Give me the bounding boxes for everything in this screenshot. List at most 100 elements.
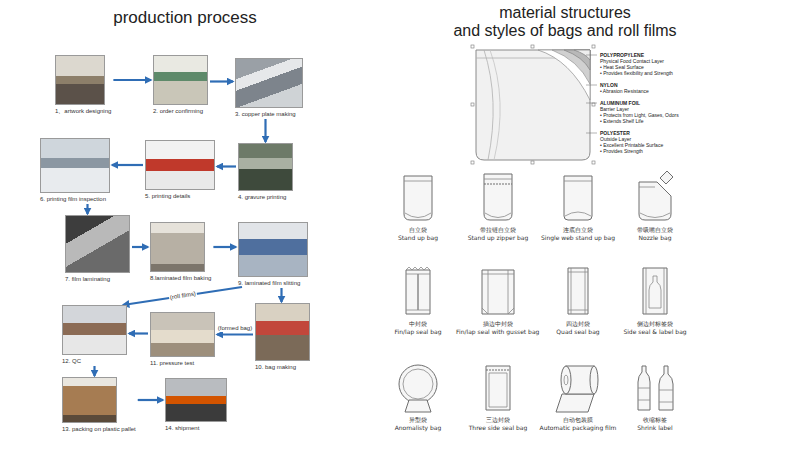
bag-icon-holder (458, 360, 538, 416)
step-photo (235, 58, 303, 108)
bag-style: 带吸嘴自立袋Nozzle bag (615, 170, 695, 242)
process-step: 4. gravure printing (238, 143, 293, 201)
flow-arrow (138, 399, 163, 401)
layer-label: ALUMINUM FOIL (600, 100, 640, 106)
bag-icon (538, 170, 618, 226)
bag-icon-holder (615, 360, 695, 416)
bag-name-en: Three side seal bag (458, 424, 538, 432)
bag-name-en: Side seal & label bag (615, 328, 695, 336)
process-step: 14. shipment (165, 378, 227, 432)
bag-name-cn: 异型袋 (378, 416, 458, 424)
edge-label: (formed bag) (217, 325, 253, 332)
bag-name-en: Single web stand up bag (538, 234, 618, 242)
flow-arrow (93, 366, 95, 376)
edge-label: (roll films) (168, 290, 197, 301)
bag-icon (378, 264, 458, 320)
step-caption: 4. gravure printing (238, 193, 293, 201)
bag-name-en: Fin/lap seal bag (378, 328, 458, 336)
step-caption: 14. shipment (165, 424, 227, 432)
bag-icon (378, 170, 458, 226)
step-caption: 5. printing details (145, 192, 215, 200)
bag-style: 三边封袋Three side seal bag (458, 360, 538, 432)
step-photo (238, 143, 293, 191)
process-step: 8.laminated film baking (150, 222, 211, 282)
step-photo (255, 303, 310, 361)
step-caption: 13. packing on plastic pallet (62, 425, 136, 433)
bag-icon-holder (378, 170, 458, 226)
layer-label: Physical Food Contact Layer (600, 58, 664, 64)
layer-label: • Provides flexibility and Strength (600, 70, 673, 76)
step-photo (238, 222, 308, 277)
step-photo (65, 215, 130, 273)
bag-name-cn: 侧边封标签袋 (615, 320, 695, 328)
layer-label: Barrier Layer (600, 106, 629, 112)
bag-icon-holder (615, 264, 695, 320)
bag-style: 侧边封标签袋Side seal & label bag (615, 264, 695, 336)
process-step: 2. order confirming (153, 55, 208, 115)
bag-icon-holder (538, 360, 618, 416)
bag-style: 四边封袋Quad seal bag (538, 264, 618, 336)
layer-label: • Heat Seal Surface (600, 64, 644, 70)
bag-icon-holder (538, 170, 618, 226)
process-step: 7. film laminating (65, 215, 130, 283)
bag-style: 异型袋Anomalisty bag (378, 360, 458, 432)
layer-label: • Provides Strength (600, 148, 643, 154)
step-caption: 11. pressure test (150, 359, 215, 367)
bag-name-en: Automatic packaging film (538, 424, 618, 432)
process-step: 13. packing on plastic pallet (62, 377, 136, 433)
bag-icon-holder (538, 264, 618, 320)
flow-arrow (280, 288, 282, 302)
bag-style: 插边中封袋Fin/lap seal with gusset bag (456, 264, 539, 336)
section-heading: material structures (499, 3, 631, 22)
process-step: 6. printing film inspection (40, 138, 110, 203)
bag-icon (615, 360, 695, 416)
bag-name-en: Nozzle bag (615, 234, 695, 242)
bag-name-en: Shrink label (615, 424, 695, 432)
layer-label: • Abrasion Resistance (600, 88, 649, 94)
process-step: 11. pressure test (150, 312, 215, 367)
process-step: 1、artwork designing (55, 55, 111, 115)
bag-name-cn: 连底自立袋 (538, 226, 618, 234)
step-photo (40, 138, 110, 193)
layer-label: • Protects from Light, Gases, Odors (600, 112, 679, 118)
step-photo (150, 222, 205, 272)
layer-label: NYLON (600, 82, 618, 88)
bag-name-cn: 带拉链自立袋 (458, 226, 538, 234)
bag-name-cn: 四边封袋 (538, 320, 618, 328)
layer-label: • Excellent Printable Surface (600, 142, 663, 148)
bag-name-cn: 收缩标签 (615, 416, 695, 424)
flow-arrow (86, 204, 88, 214)
layer-label: • Extends Shelf Life (600, 118, 643, 124)
step-photo (55, 55, 105, 105)
bag-name-en: Quad seal bag (538, 328, 618, 336)
step-caption: 12. QC (62, 357, 127, 365)
step-photo (153, 55, 208, 105)
page-title: production process (113, 8, 257, 28)
step-caption: 1、artwork designing (55, 107, 111, 115)
bag-icon (538, 264, 618, 320)
bag-icon-holder (458, 170, 538, 226)
layer-label: Outside Layer (600, 136, 631, 142)
step-caption: 7. film laminating (65, 275, 130, 283)
bag-icon (615, 170, 695, 226)
step-photo (62, 305, 127, 355)
flow-arrow (217, 165, 236, 167)
bag-name-cn: 带吸嘴自立袋 (615, 226, 695, 234)
flow-arrow (112, 164, 143, 166)
step-caption: 6. printing film inspection (40, 195, 110, 203)
flow-arrow (132, 246, 148, 248)
bag-style: 自立袋Stand up bag (378, 170, 458, 242)
layer-label: POLYESTER (600, 130, 630, 136)
process-step: 5. printing details (145, 140, 215, 200)
step-photo (165, 378, 227, 422)
bag-name-en: Stand up zipper bag (458, 234, 538, 242)
bag-name-en: Fin/lap seal with gusset bag (456, 328, 539, 336)
step-photo (62, 377, 117, 423)
bag-style: 收缩标签Shrink label (615, 360, 695, 432)
bag-name-cn: 自立袋 (378, 226, 458, 234)
bag-icon (378, 360, 458, 416)
bag-name-cn: 插边中封袋 (456, 320, 539, 328)
bag-name-en: Stand up bag (378, 234, 458, 242)
bag-icon-holder (378, 360, 458, 416)
